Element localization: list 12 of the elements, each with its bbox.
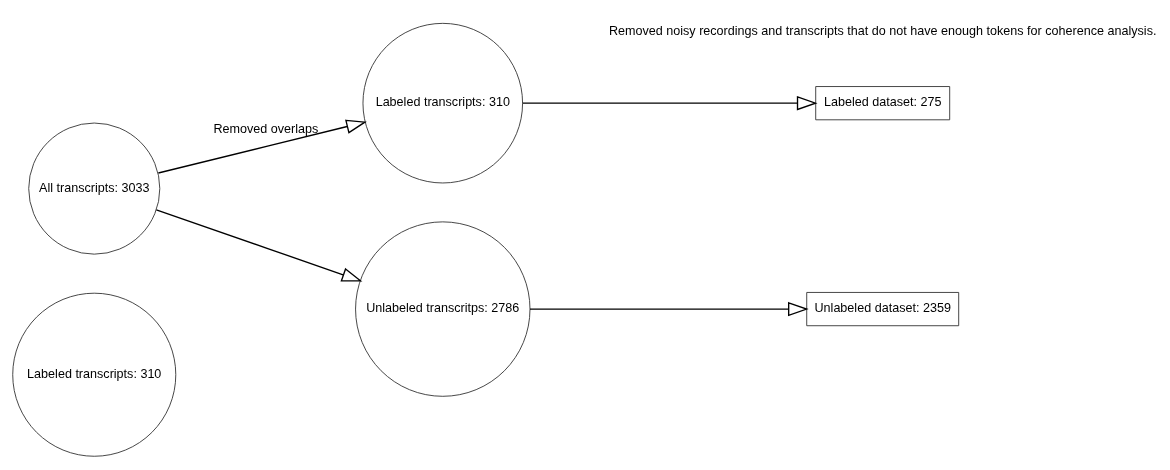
node-circle: Labeled transcripts: 310	[362, 22, 524, 183]
node-box: Unlabeled dataset: 2359	[806, 291, 960, 326]
node-circle: Unlabeled transcritps: 2786	[355, 220, 531, 397]
arrow	[155, 208, 363, 281]
arrow	[157, 119, 367, 174]
label: Removed noisy recordings and transcripts that do not have enough tokens for coherence analysis.	[608, 23, 1157, 38]
node-circle: Labeled transcripts: 310	[12, 292, 177, 457]
node-box: Labeled dataset: 275	[815, 85, 951, 120]
node-circle: All transcripts: 3033	[28, 122, 161, 255]
arrow	[522, 95, 818, 110]
edge-label: Removed overlaps	[213, 121, 319, 136]
arrow	[529, 301, 809, 316]
